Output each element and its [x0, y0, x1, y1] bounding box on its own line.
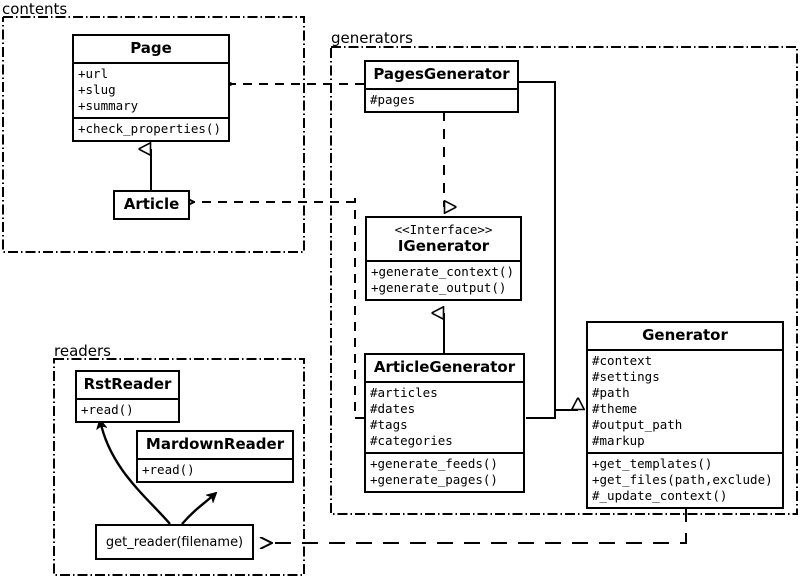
attribute-row: #articles [370, 385, 438, 400]
package-label-contents: contents [2, 0, 68, 18]
class-name-page: Page [130, 39, 172, 57]
class-name-mardown-reader: MardownReader [145, 435, 285, 453]
class-methods-igenerator: +generate_context() +generate_output() [367, 260, 520, 299]
method-row: +check_properties() [78, 121, 221, 136]
class-box-igenerator[interactable]: <<Interface>> IGenerator +generate_conte… [365, 216, 522, 301]
relation-generator-depends-get-reader [272, 506, 687, 543]
method-row: +get_templates() [592, 456, 713, 471]
method-row: #_update_context() [592, 488, 728, 503]
class-name-article-generator: ArticleGenerator [373, 358, 516, 376]
class-methods-generator: +get_templates() +get_files(path,exclude… [588, 452, 782, 507]
attribute-row: #dates [370, 401, 416, 416]
package-label-generators: generators [331, 29, 413, 47]
relation-articlegenerator-depends-article [194, 198, 364, 419]
method-row: +read() [81, 402, 134, 417]
class-box-rst-reader[interactable]: RstReader +read() [75, 370, 180, 423]
method-row: +get_files(path,exclude) [592, 472, 773, 487]
class-box-pages-generator[interactable]: PagesGenerator #pages [364, 60, 519, 113]
class-box-article[interactable]: Article [113, 190, 190, 220]
class-attributes-page: +url +slug +summary [74, 62, 228, 117]
method-row: +read() [142, 462, 195, 477]
class-name-pages-generator: PagesGenerator [373, 65, 510, 83]
attribute-row: +url [78, 66, 109, 81]
class-box-page[interactable]: Page +url +slug +summary +check_properti… [72, 34, 230, 142]
class-name-generator: Generator [642, 326, 728, 344]
class-stereotype-igenerator: <<Interface>> [394, 222, 493, 237]
attribute-row: +slug [78, 82, 116, 97]
attribute-row: #output_path [592, 417, 683, 432]
attribute-row: #path [592, 385, 630, 400]
class-name-article: Article [123, 195, 180, 213]
class-box-article-generator[interactable]: ArticleGenerator #articles #dates #tags … [364, 353, 525, 493]
method-row: +generate_pages() [370, 472, 498, 487]
relation-generators-inherit-generator [519, 81, 578, 419]
function-label-get-reader: get_reader(filename) [105, 534, 244, 550]
package-label-readers: readers [54, 342, 111, 360]
class-methods-rst-reader: +read() [77, 398, 178, 421]
method-row: +generate_feeds() [370, 456, 498, 471]
class-name-rst-reader: RstReader [83, 375, 172, 393]
attribute-row: #markup [592, 433, 645, 448]
relation-get-reader-creates-mardownreader [181, 493, 216, 525]
attribute-row: #settings [592, 369, 660, 384]
class-name-igenerator: <<Interface>> IGenerator [367, 218, 520, 260]
class-attributes-pages-generator: #pages [366, 88, 517, 111]
class-attributes-article-generator: #articles #dates #tags #categories [366, 381, 523, 452]
class-box-mardown-reader[interactable]: MardownReader +read() [136, 430, 294, 483]
function-box-get-reader[interactable]: get_reader(filename) [95, 524, 254, 560]
attribute-row: #tags [370, 417, 408, 432]
attribute-row: #pages [370, 92, 416, 107]
class-methods-mardown-reader: +read() [138, 458, 292, 481]
attribute-row: #theme [592, 401, 638, 416]
attribute-row: #context [592, 353, 653, 368]
class-attributes-generator: #context #settings #path #theme #output_… [588, 349, 782, 452]
class-methods-article-generator: +generate_feeds() +generate_pages() [366, 452, 523, 491]
method-row: +generate_output() [371, 280, 507, 295]
method-row: +generate_context() [371, 264, 514, 279]
class-methods-page: +check_properties() [74, 117, 228, 140]
attribute-row: +summary [78, 98, 139, 113]
attribute-row: #categories [370, 433, 453, 448]
class-name-text: IGenerator [397, 237, 490, 255]
class-box-generator[interactable]: Generator #context #settings #path #them… [586, 321, 784, 509]
